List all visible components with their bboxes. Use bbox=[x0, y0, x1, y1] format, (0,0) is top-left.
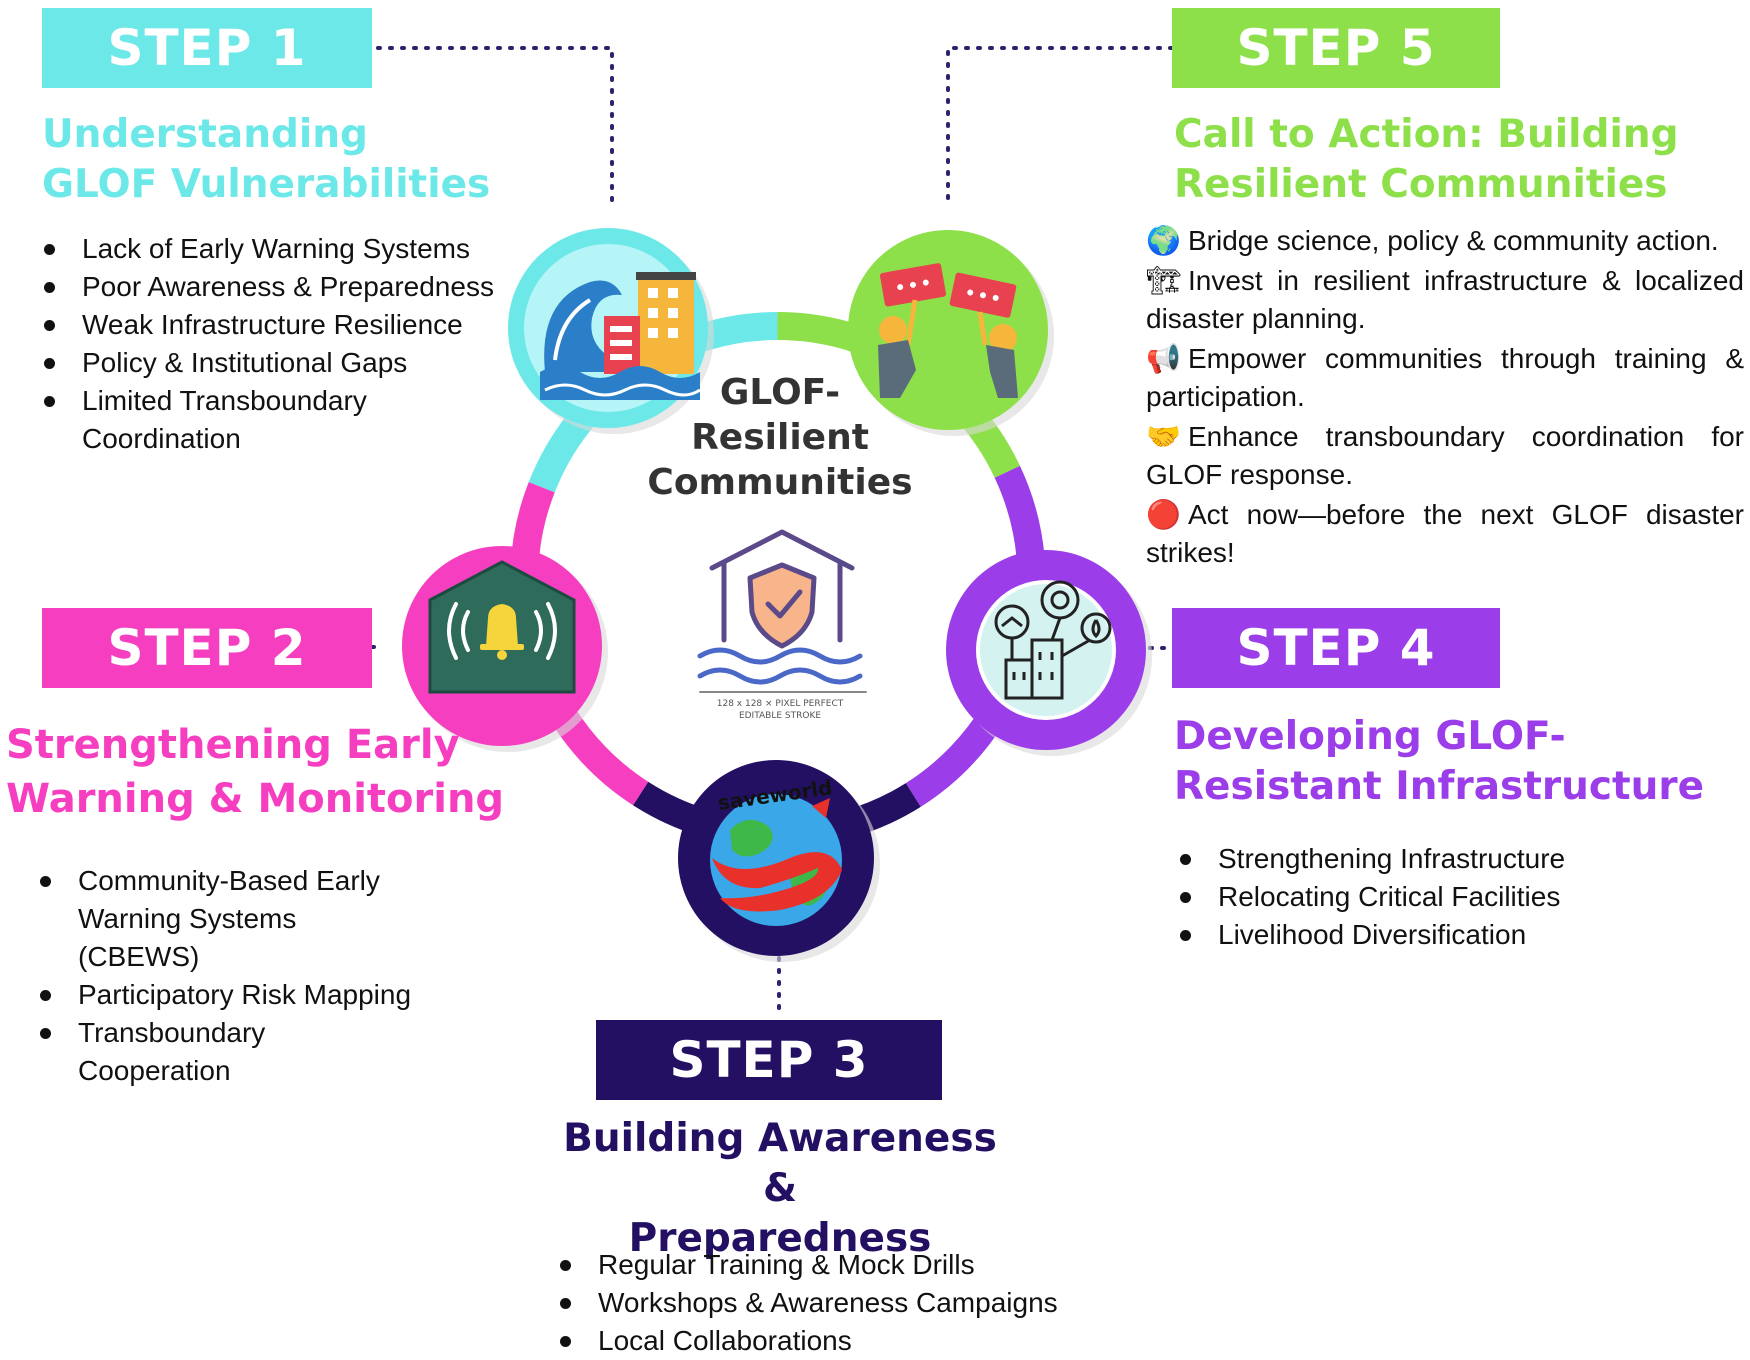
list-item: Livelihood Diversification bbox=[1176, 916, 1696, 954]
list-item: Workshops & Awareness Campaigns bbox=[556, 1284, 1116, 1322]
handshake-icon: 🤝 bbox=[1146, 420, 1181, 453]
call-to-action-list: 🌍Bridge science, policy & community acti… bbox=[1146, 222, 1744, 574]
connector-lines bbox=[370, 46, 1174, 1014]
center-icon-caption: 128 x 128 × PIXEL PERFECT EDITABLE STROK… bbox=[690, 698, 870, 722]
step-1-badge: STEP 1 bbox=[42, 8, 372, 88]
construction-icon: 🏗 bbox=[1146, 264, 1182, 297]
step-2-title-line: Warning & Monitoring bbox=[6, 776, 505, 822]
center-title: GLOF- Resilient Communities bbox=[640, 370, 920, 505]
list-item: Limited Transboundary Coordination bbox=[40, 382, 382, 458]
protest-signs-icon bbox=[848, 230, 1054, 436]
list-item: Policy & Institutional Gaps bbox=[40, 344, 500, 382]
list-item: Relocating Critical Facilities bbox=[1176, 878, 1696, 916]
step-1-list: Lack of Early Warning Systems Poor Aware… bbox=[40, 230, 500, 458]
step-1-title-line: Understanding bbox=[42, 112, 368, 157]
action-item: 🌍Bridge science, policy & community acti… bbox=[1146, 222, 1744, 260]
action-item: 📢Empower communities through training & … bbox=[1146, 342, 1744, 412]
alarm-bell-icon bbox=[402, 546, 608, 752]
step-4-badge: STEP 4 bbox=[1172, 608, 1500, 688]
caption-line: 128 x 128 × PIXEL PERFECT bbox=[716, 699, 844, 709]
list-item: Weak Infrastructure Resilience bbox=[40, 306, 500, 344]
step-1-title-line: GLOF Vulnerabilities bbox=[42, 162, 491, 207]
action-item: 🤝Enhance transboundary coordination for … bbox=[1146, 420, 1744, 490]
step-5-title-line: Call to Action: Building bbox=[1174, 112, 1679, 157]
step-2-title-line: Strengthening Early bbox=[6, 722, 460, 768]
center-title-line: Resilient bbox=[691, 417, 869, 458]
list-item: Local Collaborations bbox=[556, 1322, 1116, 1360]
step-2-badge: STEP 2 bbox=[42, 608, 372, 688]
step-4-title-line: Developing GLOF- bbox=[1174, 714, 1566, 759]
action-item: 🔴Act now—before the next GLOF disaster s… bbox=[1146, 498, 1744, 568]
step-4-title-line: Resistant Infrastructure bbox=[1174, 764, 1705, 809]
list-item: Regular Training & Mock Drills bbox=[556, 1246, 1116, 1284]
step-3-list: Regular Training & Mock Drills Workshops… bbox=[556, 1246, 1116, 1360]
globe-icon: 🌍 bbox=[1146, 224, 1181, 257]
list-item: Community-Based Early Warning Systems (C… bbox=[36, 862, 418, 976]
list-item: Lack of Early Warning Systems bbox=[40, 230, 500, 268]
step-2-list: Community-Based Early Warning Systems (C… bbox=[36, 862, 436, 1090]
list-item: Strengthening Infrastructure bbox=[1176, 840, 1696, 878]
center-title-line: Communities bbox=[647, 462, 913, 503]
step-5-title: Call to Action: Building Resilient Commu… bbox=[1174, 110, 1679, 210]
megaphone-icon: 📢 bbox=[1146, 342, 1181, 375]
caption-line: EDITABLE STROKE bbox=[738, 711, 822, 721]
step-1-title: Understanding GLOF Vulnerabilities bbox=[42, 110, 490, 210]
step-4-list: Strengthening Infrastructure Relocating … bbox=[1176, 840, 1696, 954]
step-5-badge: STEP 5 bbox=[1172, 8, 1500, 88]
step-3-title: Building Awareness & Preparedness bbox=[540, 1114, 1020, 1264]
step-3-badge: STEP 3 bbox=[596, 1020, 942, 1100]
list-item: Transboundary Cooperation bbox=[36, 1014, 318, 1090]
house-shield-flood-icon bbox=[697, 529, 867, 693]
step-5-title-line: Resilient Communities bbox=[1174, 162, 1668, 207]
step-3-title-line: Building Awareness & bbox=[563, 1116, 997, 1211]
connector-step5 bbox=[946, 46, 1174, 210]
action-item: 🏗Invest in resilient infrastructure & lo… bbox=[1146, 264, 1744, 334]
list-item: Participatory Risk Mapping bbox=[36, 976, 436, 1014]
center-title-line: GLOF- bbox=[719, 372, 841, 413]
tsunami-building-icon bbox=[508, 228, 714, 434]
step-2-title: Strengthening Early Warning & Monitoring bbox=[6, 718, 504, 826]
smart-city-sensors-icon bbox=[946, 550, 1152, 756]
save-world-globe-icon: saveworld bbox=[678, 760, 880, 962]
list-item: Poor Awareness & Preparedness bbox=[40, 268, 500, 306]
step-4-title: Developing GLOF- Resistant Infrastructur… bbox=[1174, 712, 1704, 812]
step-3-title-line: Preparedness bbox=[628, 1216, 932, 1261]
red-circle-icon: 🔴 bbox=[1146, 498, 1181, 531]
